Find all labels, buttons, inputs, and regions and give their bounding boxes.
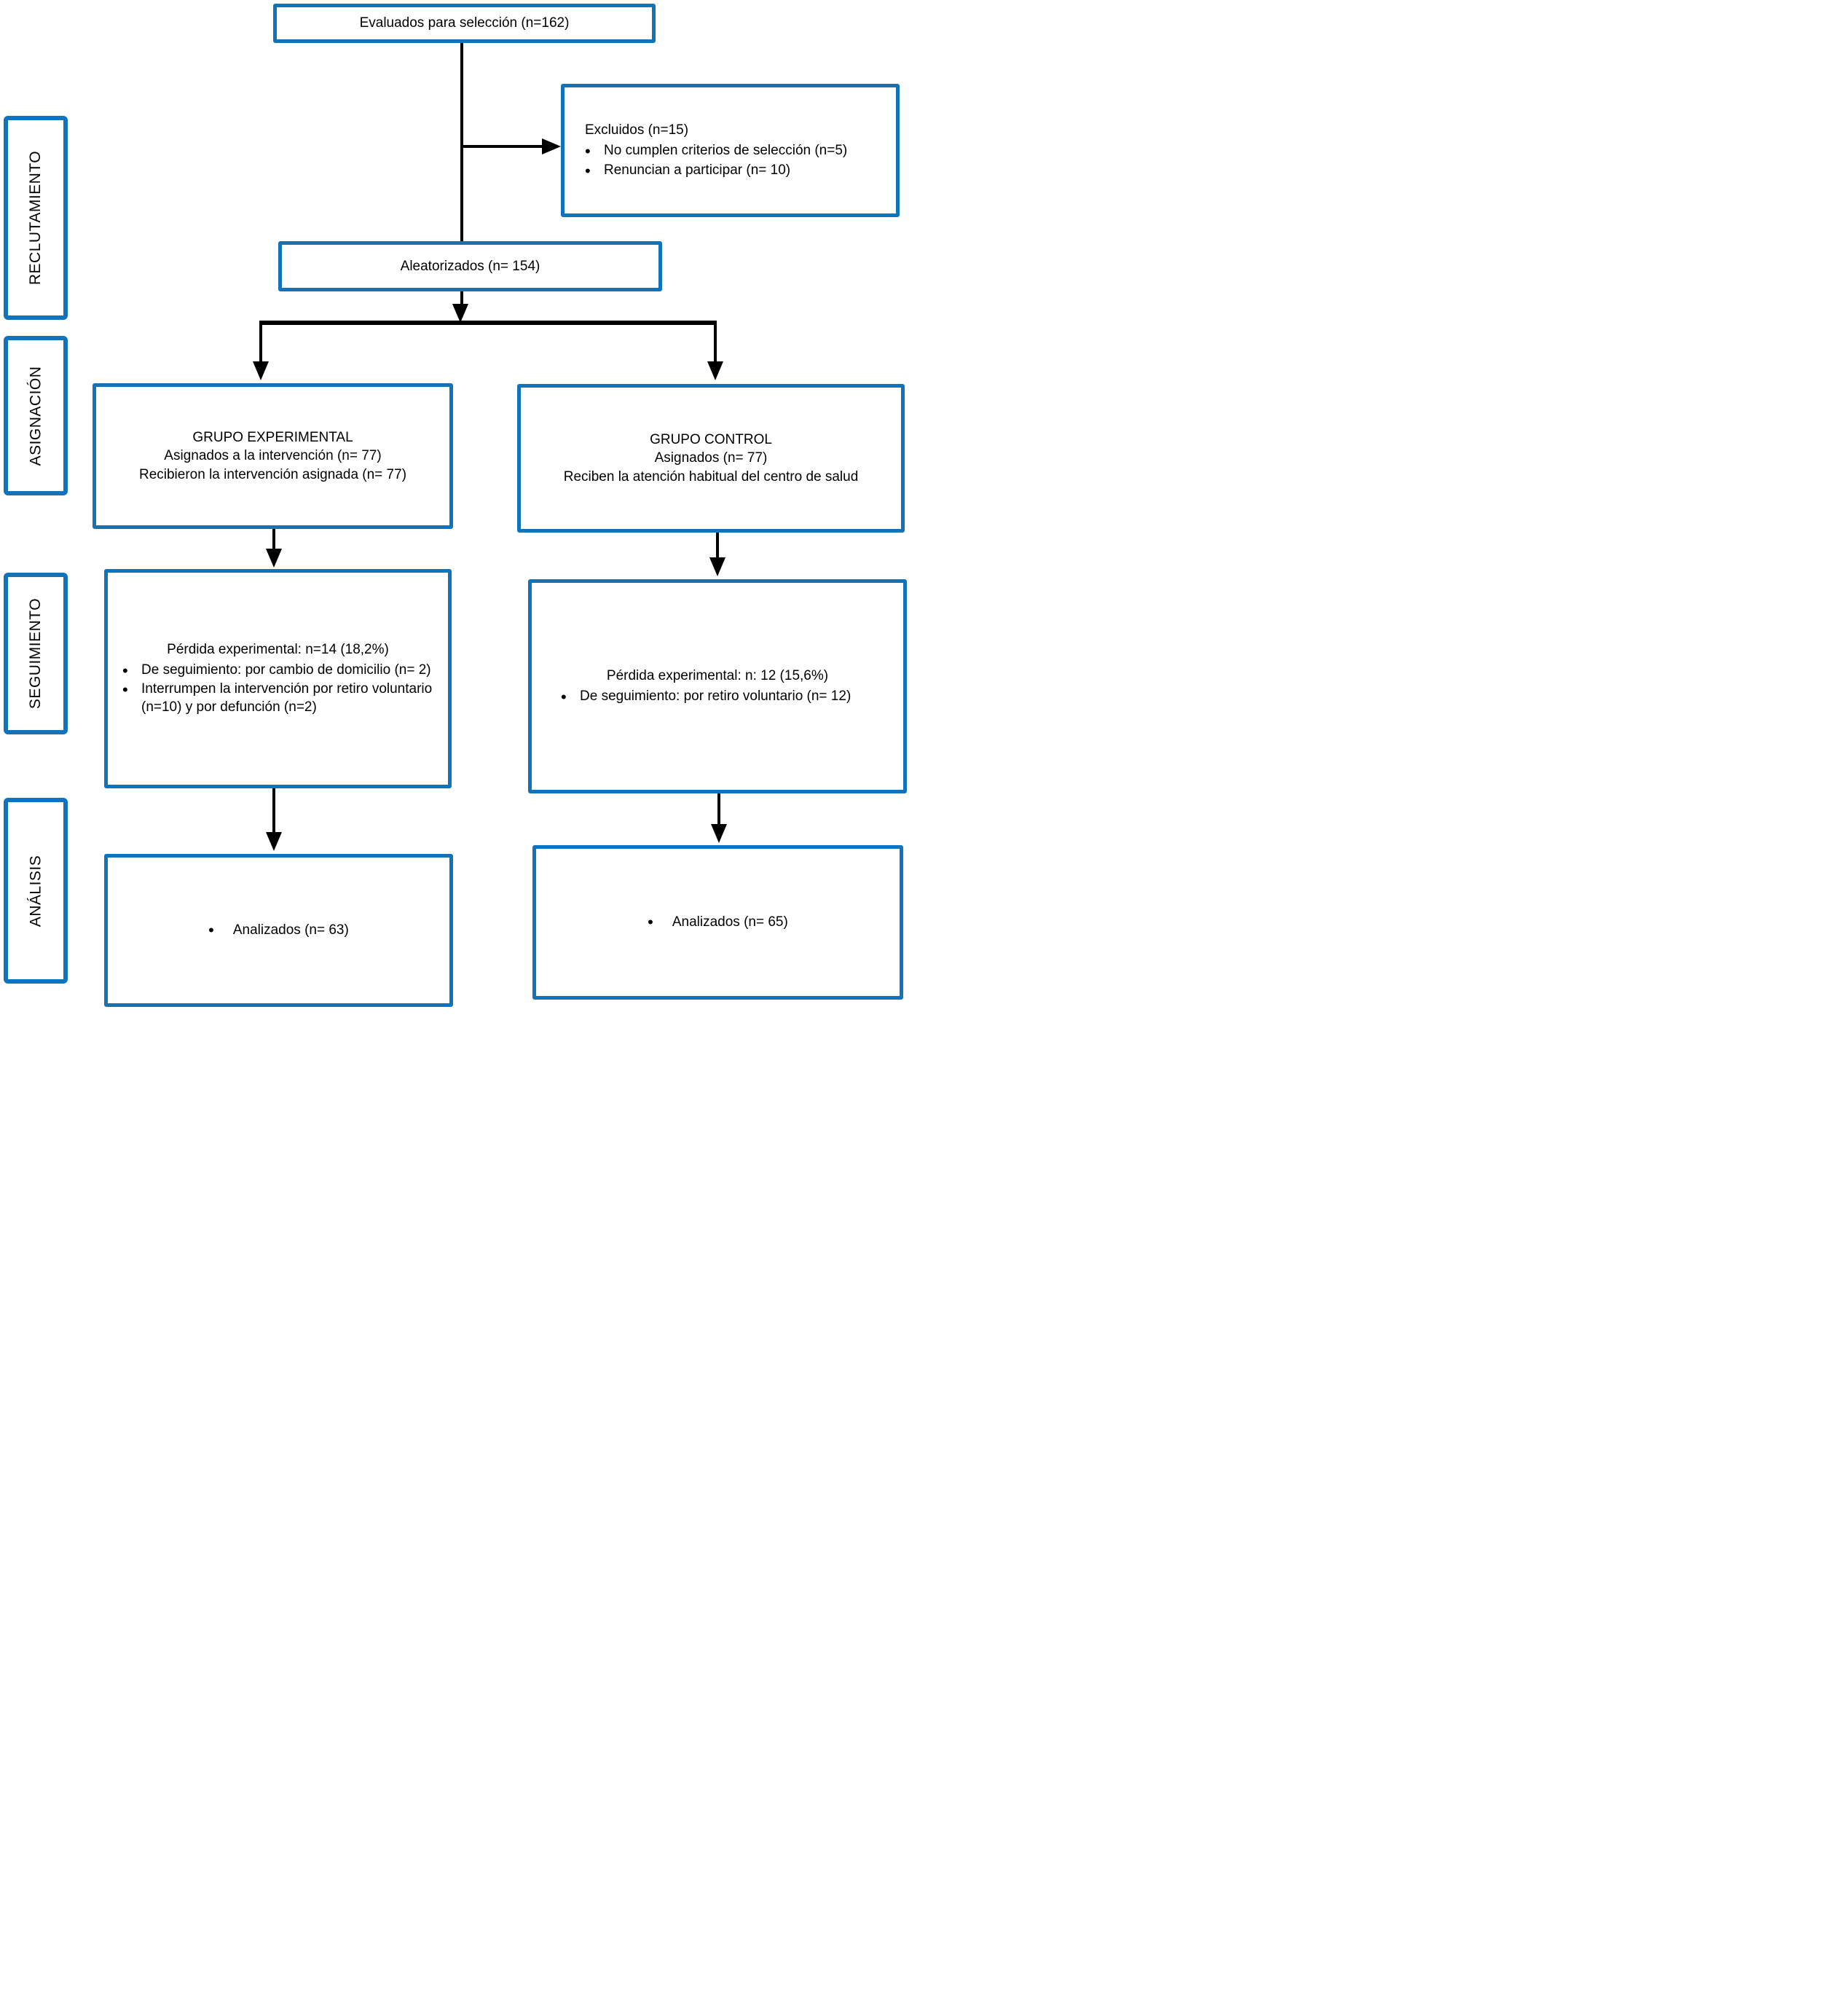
control-group-line: Asignados (n= 77) — [654, 450, 768, 466]
control-followup-title: Pérdida experimental: n: 12 (15,6%) — [606, 667, 829, 683]
connector-control-to-followup — [716, 533, 719, 559]
connector-branch-to-control — [714, 323, 717, 363]
arrowhead-excluded-icon — [542, 138, 561, 154]
experimental-group-box: GRUPO EXPERIMENTAL Asignados a la interv… — [93, 383, 453, 529]
bullet-item: No cumplen criterios de selección (n=5) — [579, 141, 886, 162]
control-analysis-line: • Analizados (n= 65) — [536, 911, 900, 933]
connector-experimental-to-analysis — [272, 788, 275, 834]
control-group-box: GRUPO CONTROL Asignados (n= 77) Reciben … — [517, 384, 905, 533]
arrowhead-control-followup-icon — [709, 557, 725, 576]
connector-randomized-to-branch — [460, 291, 463, 306]
excluded-box: Excluidos (n=15) No cumplen criterios de… — [561, 84, 900, 217]
connector-control-to-analysis — [717, 793, 720, 825]
stage-label-asignacion: ASIGNACIÓN — [27, 366, 44, 466]
connector-experimental-to-followup — [272, 529, 275, 551]
experimental-group-title: GRUPO EXPERIMENTAL — [192, 430, 353, 446]
bullet-icon: • — [648, 913, 653, 932]
stage-box-reclutamiento: RECLUTAMIENTO — [4, 116, 68, 320]
connector-to-excluded — [462, 145, 542, 148]
arrowhead-experimental-followup-icon — [266, 549, 282, 568]
assessed-text: Evaluados para selección (n=162) — [359, 15, 570, 31]
experimental-group-line: Recibieron la intervención asignada (n= … — [138, 466, 407, 482]
experimental-followup-bullet-list: De seguimiento: por cambio de domicilio … — [117, 660, 439, 717]
stage-box-analisis: ANÁLISIS — [4, 798, 68, 984]
bullet-item: De seguimiento: por retiro voluntario (n… — [555, 686, 894, 707]
control-group-line: Reciben la atención habitual del centro … — [563, 468, 859, 485]
randomized-box: Aleatorizados (n= 154) — [278, 241, 662, 291]
stage-box-seguimiento: SEGUIMIENTO — [4, 573, 68, 734]
branch-line — [259, 321, 717, 325]
stage-label-analisis: ANÁLISIS — [27, 855, 44, 927]
connector-branch-to-experimental — [259, 323, 262, 363]
experimental-group-line: Asignados a la intervención (n= 77) — [164, 448, 382, 464]
arrowhead-control-icon — [707, 361, 723, 380]
arrowhead-control-analysis-icon — [711, 824, 727, 843]
control-analysis-text: Analizados (n= 65) — [672, 914, 788, 930]
experimental-followup-title: Pérdida experimental: n=14 (18,2%) — [167, 641, 389, 657]
stage-box-asignacion: ASIGNACIÓN — [4, 336, 68, 495]
control-followup-bullet-list: De seguimiento: por retiro voluntario (n… — [540, 686, 894, 707]
connector-assessed-to-randomized — [460, 43, 463, 241]
bullet-item: De seguimiento: por cambio de domicilio … — [117, 660, 439, 681]
stage-label-seguimiento: SEGUIMIENTO — [27, 597, 44, 710]
bullet-item: Renuncian a participar (n= 10) — [579, 160, 886, 181]
control-group-title: GRUPO CONTROL — [650, 432, 772, 448]
excluded-bullet-list: No cumplen criterios de selección (n=5) … — [579, 141, 886, 181]
randomized-text: Aleatorizados (n= 154) — [400, 258, 540, 274]
experimental-analysis-text: Analizados (n= 63) — [232, 922, 349, 938]
arrowhead-experimental-analysis-icon — [266, 832, 282, 851]
consort-flow-diagram: RECLUTAMIENTO ASIGNACIÓN SEGUIMIENTO ANÁ… — [0, 0, 911, 1008]
stage-label-reclutamiento: RECLUTAMIENTO — [27, 150, 44, 286]
experimental-analysis-box: • Analizados (n= 63) — [104, 854, 453, 1007]
experimental-followup-box: Pérdida experimental: n=14 (18,2%) De se… — [104, 569, 452, 788]
arrowhead-branch-icon — [452, 304, 468, 323]
control-followup-box: Pérdida experimental: n: 12 (15,6%) De s… — [528, 579, 907, 793]
assessed-box: Evaluados para selección (n=162) — [273, 4, 656, 43]
bullet-icon: • — [208, 921, 214, 940]
bullet-item: Interrumpen la intervención por retiro v… — [117, 679, 439, 716]
control-analysis-box: • Analizados (n= 65) — [532, 845, 903, 1000]
arrowhead-experimental-icon — [253, 361, 269, 380]
experimental-analysis-line: • Analizados (n= 63) — [108, 919, 449, 941]
excluded-title: Excluidos (n=15) — [585, 122, 689, 138]
